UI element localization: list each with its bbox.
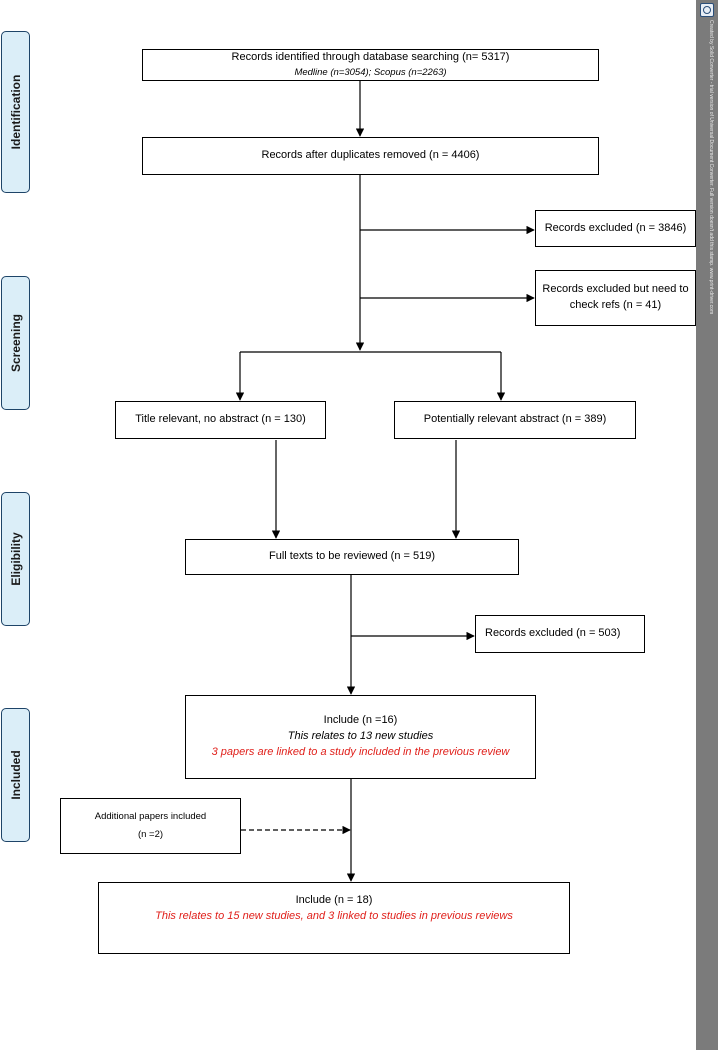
- include-18-box: Include (n = 18) This relates to 15 new …: [98, 882, 570, 954]
- include-16-box: Include (n =16) This relates to 13 new s…: [185, 695, 536, 779]
- phase-included: Included: [1, 708, 30, 842]
- include-18-title: Include (n = 18): [295, 894, 373, 906]
- potentially-relevant-box: Potentially relevant abstract (n = 389): [394, 401, 636, 439]
- include-16-title: Include (n =16): [323, 714, 398, 727]
- phase-screening: Screening: [1, 276, 30, 410]
- phase-identification: Identification: [1, 31, 30, 193]
- additional-papers-count: (n =2): [137, 829, 164, 840]
- records-excluded-box-2: Records excluded (n = 503): [475, 615, 645, 653]
- records-excluded-text-2: Records excluded (n = 503): [485, 627, 621, 640]
- potentially-relevant-text: Potentially relevant abstract (n = 389): [423, 413, 607, 426]
- converter-watermark-bar: Created by Solid Converter - trial versi…: [696, 0, 718, 1050]
- duplicates-removed-box: Records after duplicates removed (n = 44…: [142, 137, 599, 175]
- records-excluded-box-1: Records excluded (n = 3846): [535, 210, 696, 247]
- full-texts-text: Full texts to be reviewed (n = 519): [269, 550, 435, 563]
- phase-eligibility: Eligibility: [1, 492, 30, 626]
- records-identified-text: Records identified through database sear…: [231, 51, 510, 64]
- additional-papers-text: Additional papers included: [94, 810, 207, 822]
- records-excluded-check-refs-text: Records excluded but need to check refs …: [542, 283, 689, 311]
- phase-screening-label: Screening: [8, 313, 23, 373]
- converter-watermark-text: Created by Solid Converter - trial versi…: [708, 20, 714, 315]
- include-16-new-studies: This relates to 13 new studies: [287, 730, 434, 743]
- include-16-linked-note: 3 papers are linked to a study included …: [211, 745, 510, 758]
- title-relevant-box: Title relevant, no abstract (n = 130): [115, 401, 326, 439]
- records-excluded-check-refs-box: Records excluded but need to check refs …: [535, 270, 696, 326]
- records-identified-box: Records identified through database sear…: [142, 49, 599, 81]
- include-18-note: This relates to 15 new studies, and 3 li…: [155, 909, 513, 922]
- full-texts-box: Full texts to be reviewed (n = 519): [185, 539, 519, 575]
- phase-eligibility-label: Eligibility: [8, 532, 23, 586]
- additional-papers-box: Additional papers included (n =2): [60, 798, 241, 854]
- duplicates-removed-text: Records after duplicates removed (n = 44…: [261, 149, 480, 162]
- records-excluded-text-1: Records excluded (n = 3846): [544, 221, 687, 234]
- title-relevant-text: Title relevant, no abstract (n = 130): [135, 413, 306, 426]
- phase-included-label: Included: [8, 750, 23, 800]
- phase-identification-label: Identification: [8, 74, 23, 150]
- converter-logo-icon: [700, 3, 714, 17]
- records-identified-sources: Medline (n=3054); Scopus (n=2263): [294, 67, 447, 79]
